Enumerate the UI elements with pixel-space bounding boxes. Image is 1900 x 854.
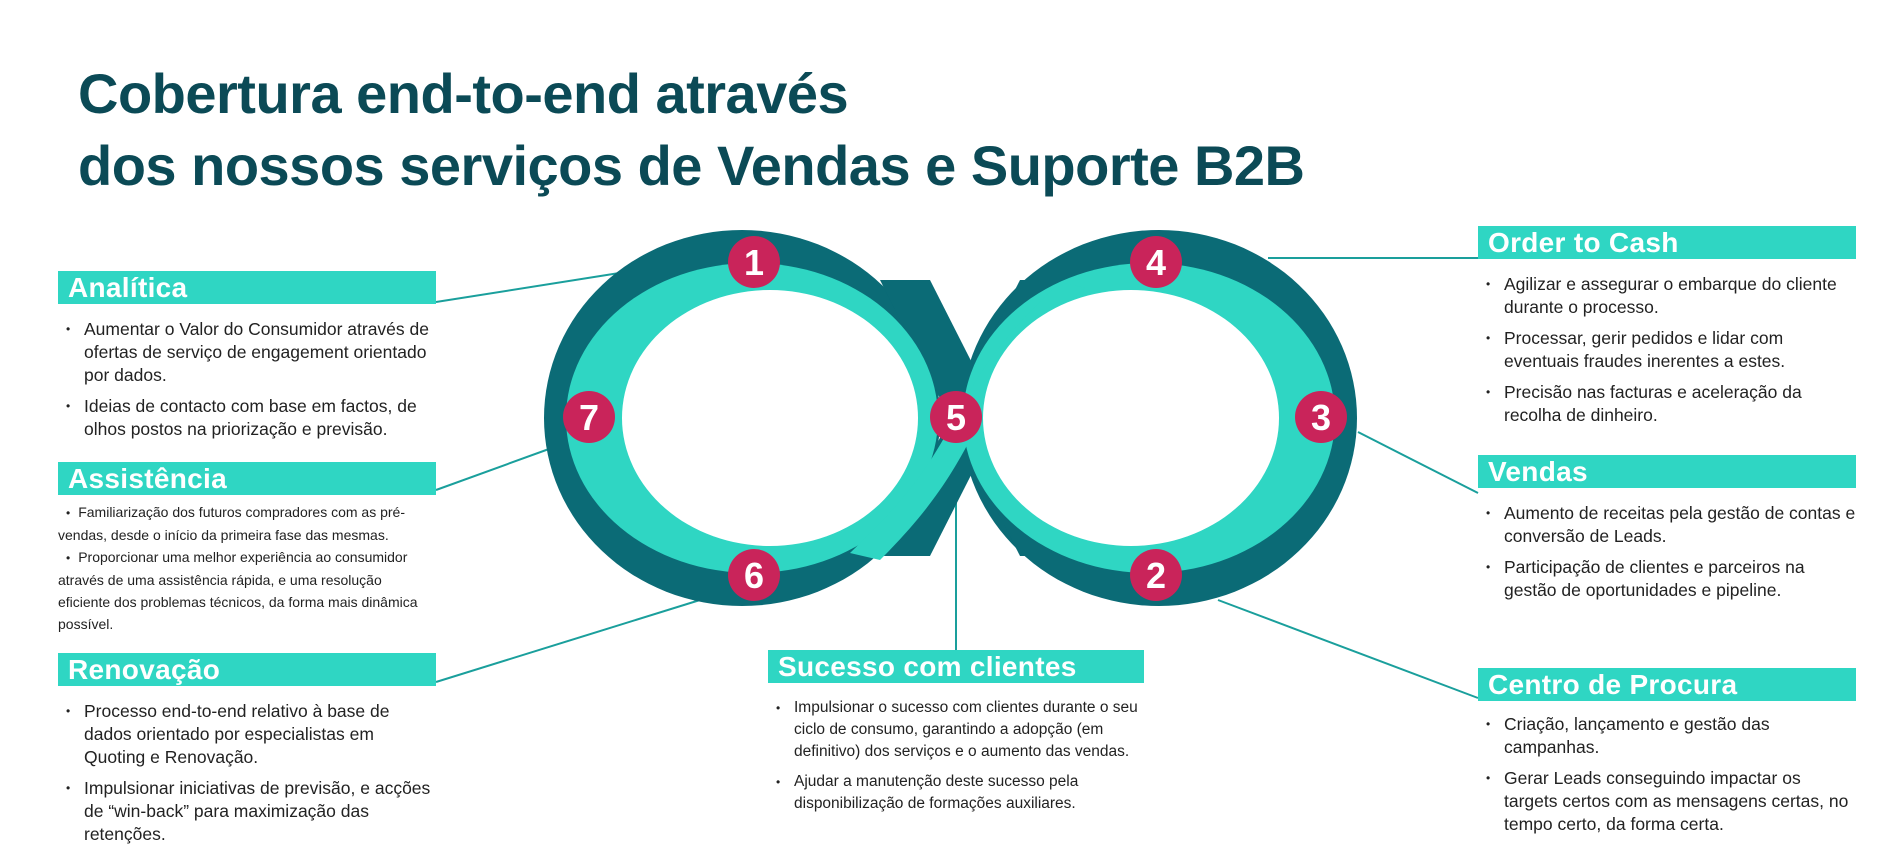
list-item: Familiarização dos futuros compradores c… — [58, 501, 436, 546]
section-heading: Analítica — [58, 271, 436, 304]
section-heading: Sucesso com clientes — [768, 650, 1144, 683]
list-item: Processo end-to-end relativo à base de d… — [58, 700, 436, 769]
section-sucesso: Sucesso com clientes Impulsionar o suces… — [768, 650, 1144, 823]
section-order-to-cash: Order to Cash Agilizar e assegurar o emb… — [1478, 226, 1856, 435]
bullet-list: Familiarização dos futuros compradores c… — [58, 501, 436, 635]
list-item: Participação de clientes e parceiros na … — [1478, 556, 1856, 602]
section-heading: Order to Cash — [1478, 226, 1856, 259]
list-item: Aumentar o Valor do Consumidor através d… — [58, 318, 436, 387]
badge-5: 5 — [930, 391, 982, 443]
list-item: Impulsionar o sucesso com clientes duran… — [768, 697, 1144, 763]
list-item: Ajudar a manutenção deste sucesso pela d… — [768, 771, 1144, 815]
section-heading: Renovação — [58, 653, 436, 686]
section-centro-de-procura: Centro de Procura Criação, lançamento e … — [1478, 668, 1856, 844]
list-item: Criação, lançamento e gestão das campanh… — [1478, 713, 1856, 759]
connector-renovacao — [435, 599, 701, 683]
badge-1-label: 1 — [744, 242, 764, 283]
list-item: Aumento de receitas pela gestão de conta… — [1478, 502, 1856, 548]
connector-procura — [1217, 599, 1479, 699]
badge-7: 7 — [563, 391, 615, 443]
badge-4: 4 — [1130, 236, 1182, 288]
bullet-list: Aumento de receitas pela gestão de conta… — [1478, 502, 1856, 602]
bullet-list: Aumentar o Valor do Consumidor através d… — [58, 318, 436, 441]
connector-assistencia — [435, 444, 561, 491]
badge-5-label: 5 — [946, 397, 966, 438]
list-item: Impulsionar iniciativas de previsão, e a… — [58, 777, 436, 846]
badge-1: 1 — [728, 236, 780, 288]
list-item: Gerar Leads conseguindo impactar os targ… — [1478, 767, 1856, 836]
list-item: Processar, gerir pedidos e lidar com eve… — [1478, 327, 1856, 373]
badge-2-label: 2 — [1146, 555, 1166, 596]
bullet-list: Criação, lançamento e gestão das campanh… — [1478, 713, 1856, 836]
section-analitica: Analítica Aumentar o Valor do Consumidor… — [58, 271, 436, 449]
badge-4-label: 4 — [1146, 242, 1166, 283]
list-item: Precisão nas facturas e aceleração da re… — [1478, 381, 1856, 427]
bullet-list: Processo end-to-end relativo à base de d… — [58, 700, 436, 846]
section-heading: Vendas — [1478, 455, 1856, 488]
connector-analitica — [435, 270, 633, 303]
title-line-2: dos nossos serviços de Vendas e Suporte … — [78, 133, 1305, 197]
infinity-diagram: 1 2 3 4 5 6 7 — [435, 230, 1479, 699]
section-heading: Centro de Procura — [1478, 668, 1856, 701]
badge-3: 3 — [1295, 391, 1347, 443]
badge-6-label: 6 — [744, 555, 764, 596]
section-renovacao: Renovação Processo end-to-end relativo à… — [58, 653, 436, 854]
badge-3-label: 3 — [1311, 397, 1331, 438]
list-item: Proporcionar uma melhor experiência ao c… — [58, 546, 436, 635]
list-item: Ideias de contacto com base em factos, d… — [58, 395, 436, 441]
badge-7-label: 7 — [579, 397, 599, 438]
title-line-1: Cobertura end-to-end através — [78, 62, 849, 125]
section-assistencia: Assistência Familiarização dos futuros c… — [58, 462, 436, 635]
section-vendas: Vendas Aumento de receitas pela gestão d… — [1478, 455, 1856, 610]
list-item: Agilizar e assegurar o embarque do clien… — [1478, 273, 1856, 319]
connector-vendas — [1357, 431, 1479, 494]
badge-6: 6 — [728, 549, 780, 601]
page-title: Cobertura end-to-end através dos nossos … — [78, 58, 1305, 201]
bullet-list: Impulsionar o sucesso com clientes duran… — [768, 697, 1144, 815]
section-heading: Assistência — [58, 462, 436, 495]
bullet-list: Agilizar e assegurar o embarque do clien… — [1478, 273, 1856, 427]
badge-2: 2 — [1130, 549, 1182, 601]
